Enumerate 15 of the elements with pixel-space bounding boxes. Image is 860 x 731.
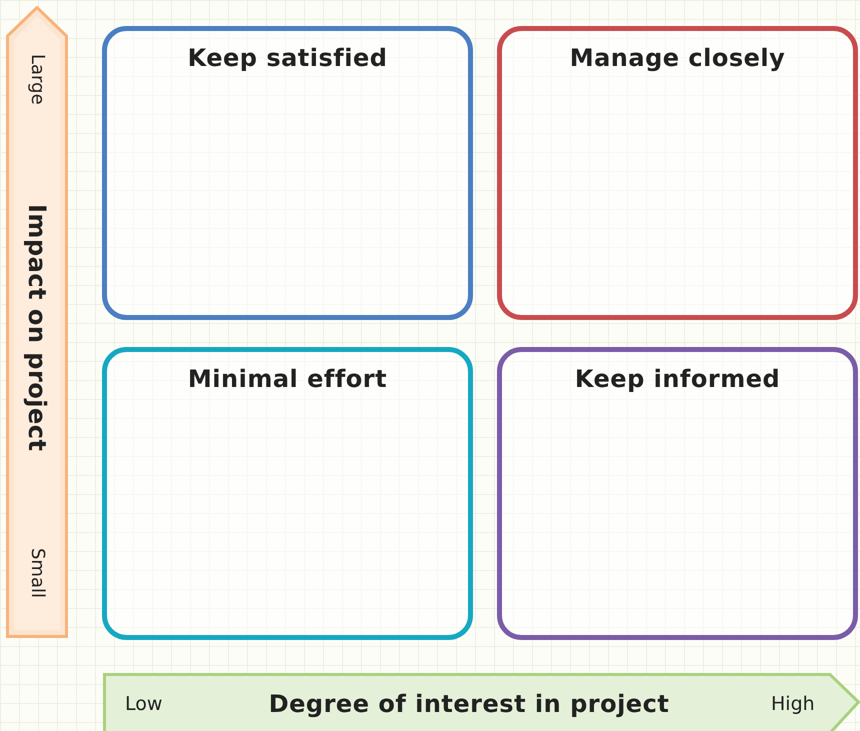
- quadrant-box: [102, 26, 473, 320]
- horizontal-axis-arrow: [103, 673, 860, 731]
- quadrant-box: [102, 347, 473, 640]
- quadrant-title: Keep satisfied: [186, 46, 388, 70]
- quadrant-title: Keep informed: [574, 367, 782, 391]
- axis-end-label: Large: [28, 54, 46, 105]
- axis-title: Degree of interest in project: [268, 692, 670, 716]
- axis-title: Impact on project: [25, 204, 49, 452]
- axis-end-label: Small: [28, 548, 46, 598]
- quadrant-title: Manage closely: [568, 46, 786, 70]
- quadrant-box: [497, 26, 858, 320]
- axis-end-label: High: [771, 694, 815, 714]
- axis-end-label: Low: [125, 694, 162, 714]
- quadrant-title: Minimal effort: [186, 367, 388, 391]
- quadrant-box: [497, 347, 858, 640]
